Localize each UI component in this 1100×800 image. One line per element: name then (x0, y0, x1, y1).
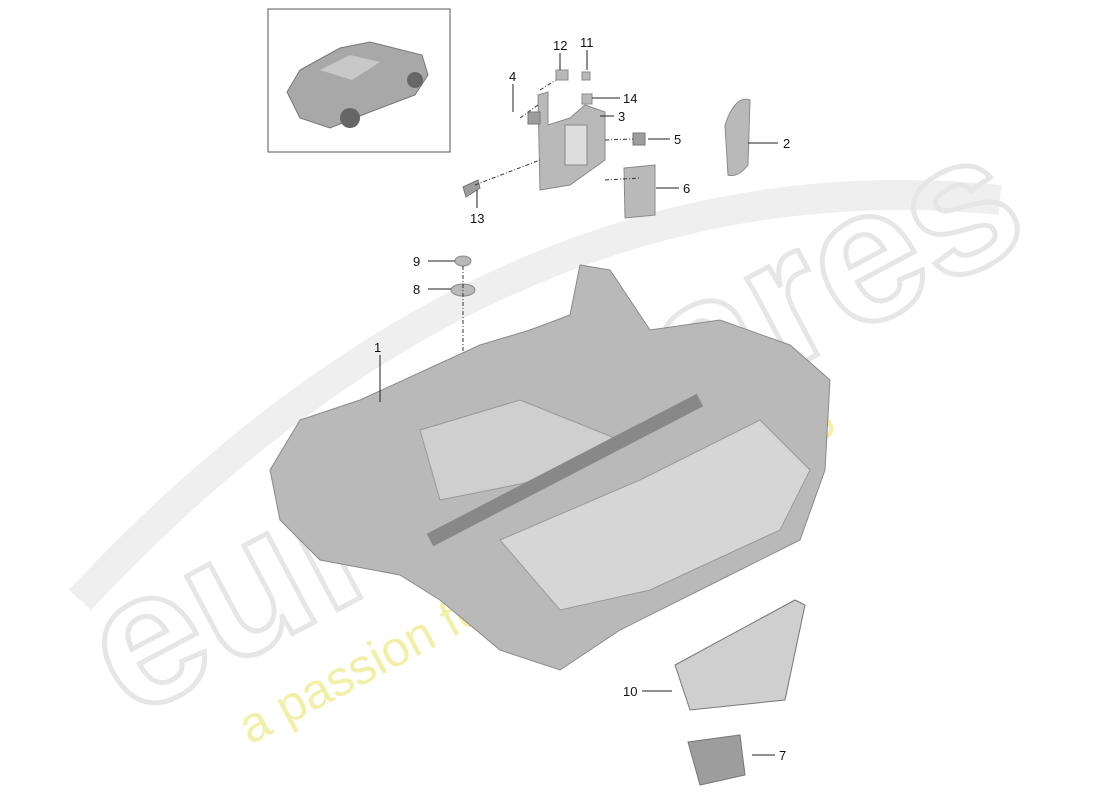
part-10-net (674, 599, 806, 711)
callout-1[interactable]: 1 (374, 340, 381, 355)
callout-6[interactable]: 6 (683, 181, 690, 196)
part-6 (623, 164, 656, 219)
callout-4[interactable]: 4 (509, 69, 516, 84)
part-2 (724, 98, 751, 176)
part-7-tray (687, 734, 746, 786)
callout-3[interactable]: 3 (618, 109, 625, 124)
part-14 (581, 93, 593, 105)
callout-8[interactable]: 8 (413, 282, 420, 297)
callout-2[interactable]: 2 (783, 136, 790, 151)
part-11 (581, 71, 591, 81)
callout-7[interactable]: 7 (779, 748, 786, 763)
callout-labels: 1 2 3 4 5 6 7 8 9 10 11 12 13 14 (374, 35, 790, 763)
callout-13[interactable]: 13 (470, 211, 484, 226)
part-9 (454, 255, 472, 267)
callout-10[interactable]: 10 (623, 684, 637, 699)
part-4 (527, 111, 541, 125)
part-12 (555, 69, 569, 81)
callout-14[interactable]: 14 (623, 91, 637, 106)
callout-12[interactable]: 12 (553, 38, 567, 53)
callout-9[interactable]: 9 (413, 254, 420, 269)
callout-5[interactable]: 5 (674, 132, 681, 147)
part-5 (632, 132, 646, 146)
car-overview-icon (286, 41, 429, 129)
callout-11[interactable]: 11 (580, 35, 594, 50)
callout-leaders (379, 50, 778, 756)
